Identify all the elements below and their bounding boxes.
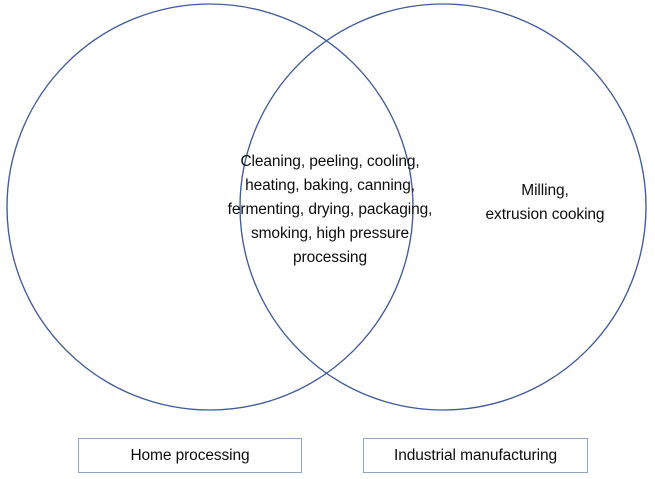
- intersection-text: Cleaning, peeling, cooling, heating, bak…: [227, 153, 433, 266]
- venn-circle-left: [6, 3, 414, 411]
- legend-box-industrial-manufacturing: Industrial manufacturing: [363, 438, 588, 473]
- legend-label-industrial-manufacturing: Industrial manufacturing: [393, 446, 558, 464]
- right-circle-exclusive-text: Milling, extrusion cooking: [485, 182, 605, 223]
- legend-label-home-processing: Home processing: [130, 446, 250, 464]
- venn-circle-right: [239, 3, 647, 411]
- legend-box-home-processing: Home processing: [78, 438, 302, 473]
